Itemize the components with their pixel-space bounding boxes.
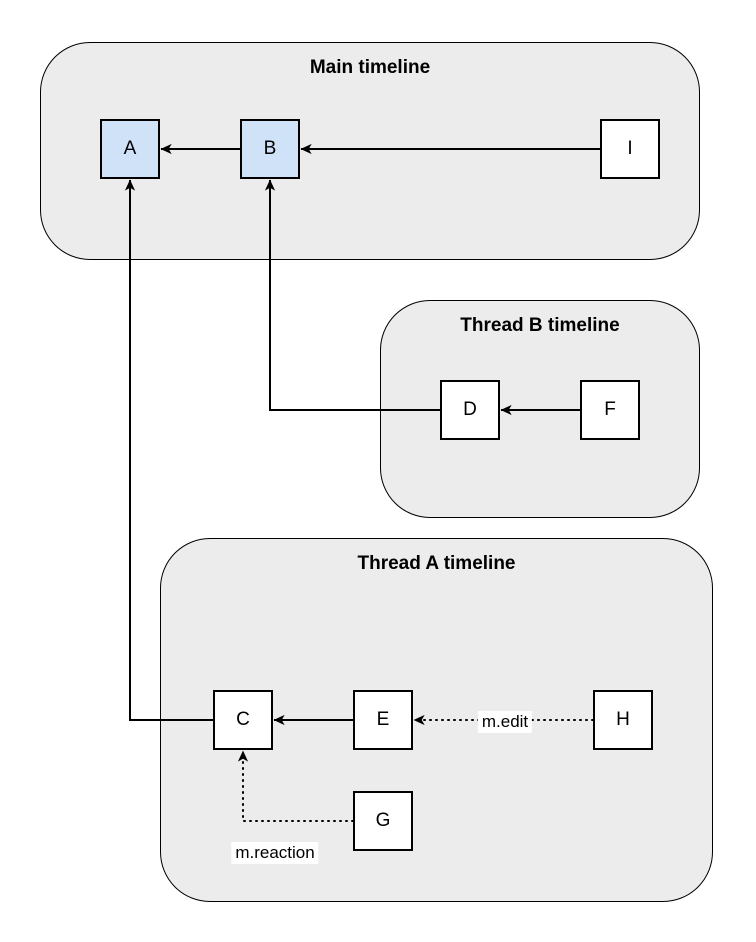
node-E: E <box>353 690 413 750</box>
node-B-label: B <box>263 138 277 159</box>
node-C: C <box>213 690 273 750</box>
group-thread-b-timeline: Thread B timeline <box>380 300 700 518</box>
group-title-thread-b: Thread B timeline <box>460 315 620 336</box>
node-B: B <box>240 119 300 179</box>
node-A: A <box>100 119 160 179</box>
node-D-label: D <box>463 399 477 420</box>
node-I-label: I <box>627 138 633 159</box>
node-I: I <box>600 119 660 179</box>
group-title-main: Main timeline <box>309 57 431 78</box>
node-E-label: E <box>376 709 390 730</box>
node-F: F <box>580 380 640 440</box>
node-D: D <box>440 380 500 440</box>
edge-label-m-edit: m.edit <box>477 711 533 733</box>
node-H-label: H <box>616 709 630 730</box>
edge-label-m-reaction: m.reaction <box>231 842 319 864</box>
node-C-label: C <box>236 709 250 730</box>
node-H: H <box>593 690 653 750</box>
node-A-label: A <box>123 138 137 159</box>
group-title-thread-a: Thread A timeline <box>357 553 516 574</box>
node-F-label: F <box>604 399 616 420</box>
node-G: G <box>353 791 413 851</box>
node-G-label: G <box>375 810 391 831</box>
